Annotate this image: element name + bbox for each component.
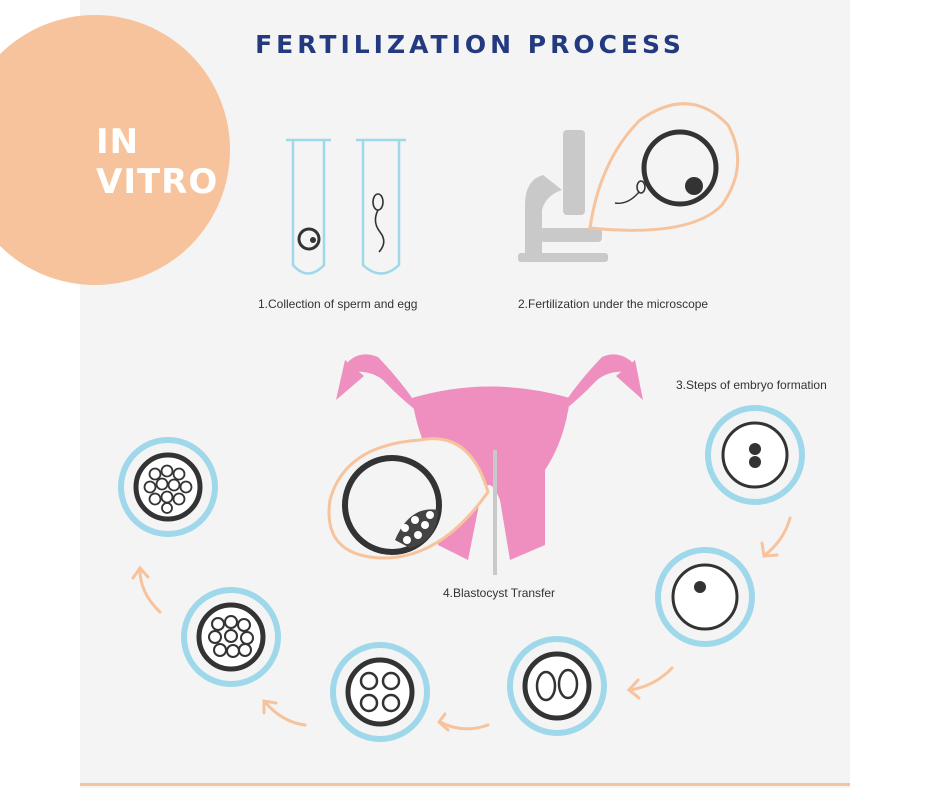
badge-line-2: VITRO [96, 162, 219, 202]
step-2-caption: 2.Fertilization under the microscope [518, 297, 709, 311]
sperm-icon [372, 193, 385, 253]
page-title: FERTILIZATION PROCESS [255, 30, 685, 59]
arrow-icon [626, 666, 674, 700]
in-vitro-badge: IN VITRO [96, 122, 246, 202]
arrow-icon [131, 565, 162, 614]
step-3-caption: 3.Steps of embryo formation [676, 378, 827, 392]
step-1-caption: 1.Collection of sperm and egg [258, 297, 418, 311]
embryo-cell-icon [118, 437, 218, 537]
bottom-rule [80, 783, 850, 786]
microscope-icon [518, 130, 608, 262]
embryo-cell-icon [330, 642, 430, 742]
embryo-cell-icon [705, 405, 805, 505]
magnifier-bubble [588, 102, 740, 232]
embryo-cell-icon [507, 636, 607, 736]
badge-line-1: IN [96, 122, 140, 162]
blastocyst-bubble [327, 437, 490, 560]
arrow-icon [760, 516, 792, 558]
embryo-cell-icon [181, 587, 281, 687]
egg-icon [297, 227, 321, 251]
transfer-catheter [493, 450, 497, 575]
arrow-icon [262, 699, 307, 727]
in-vitro-badge-circle [0, 15, 230, 285]
step-4-caption: 4.Blastocyst Transfer [443, 586, 556, 600]
arrow-icon [436, 712, 490, 732]
embryo-cell-icon [655, 547, 755, 647]
test-tube-icon [286, 138, 331, 275]
test-tube-icon [356, 138, 406, 275]
